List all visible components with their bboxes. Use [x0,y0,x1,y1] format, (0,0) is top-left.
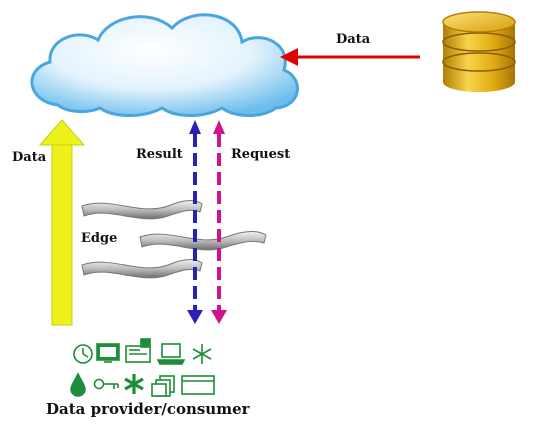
wavy-edge-icon [81,199,267,279]
window-icon [181,375,215,395]
asterisk-icon [124,374,144,394]
clock-icon [73,344,93,364]
request-arrow [211,120,227,324]
result-arrow [187,120,203,324]
documents-icon [151,375,175,397]
cloud-icon [30,13,299,117]
snowflake-icon [192,344,212,364]
device-icons-row-1 [73,338,212,365]
data-arrow-db-to-cloud [280,48,420,66]
drop-icon [70,372,86,397]
laptop-icon [156,343,186,365]
monitor-icon [96,343,120,363]
data-arrow-upload [38,119,86,326]
data-label-db: Data [336,32,371,47]
request-label: Request [231,147,291,162]
database-icon [442,11,516,92]
result-label: Result [136,147,183,162]
edge-label: Edge [81,231,118,246]
data-label-upload: Data [12,150,47,165]
device-caption: Data provider/consumer [46,400,250,418]
key-icon [93,378,119,390]
device-icons-row-2 [70,372,215,397]
card-reader-icon [125,338,151,363]
